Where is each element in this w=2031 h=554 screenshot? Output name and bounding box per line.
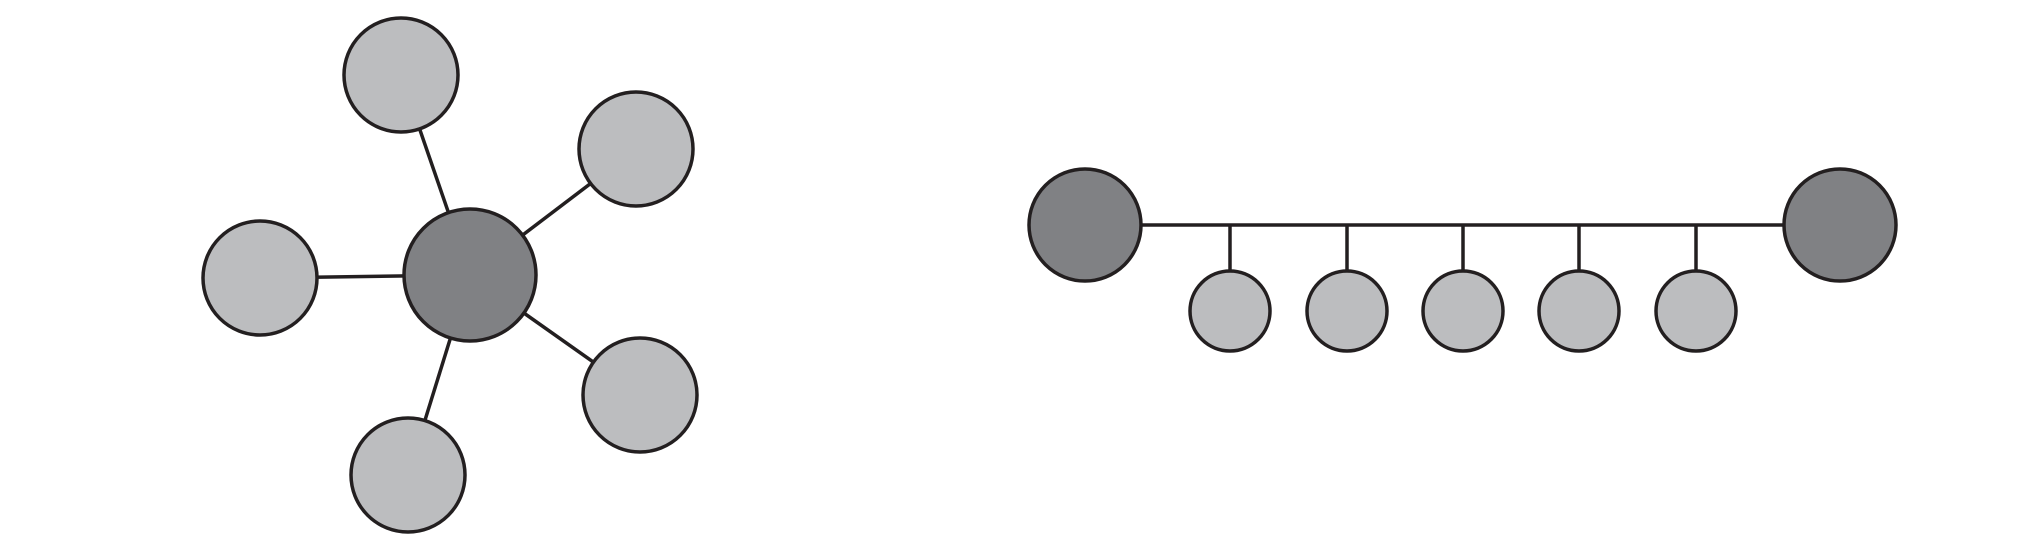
star-topology bbox=[201, 16, 699, 534]
bus-station-4-node bbox=[1537, 269, 1621, 353]
star-leaf-upper-right-node bbox=[577, 90, 695, 208]
star-hub-node bbox=[402, 207, 538, 343]
bus-terminal-left-node bbox=[1027, 167, 1143, 283]
star-leaf-left-node bbox=[201, 219, 319, 337]
star-leaf-top-node bbox=[342, 16, 460, 134]
star-leaf-lower-right-node bbox=[581, 336, 699, 454]
bus-nodes bbox=[1027, 167, 1898, 353]
bus-station-3-node bbox=[1421, 269, 1505, 353]
star-leaf-bottom-node bbox=[349, 416, 467, 534]
bus-topology bbox=[1027, 167, 1898, 353]
bus-station-5-node bbox=[1654, 269, 1738, 353]
bus-terminal-right-node bbox=[1782, 167, 1898, 283]
bus-station-1-node bbox=[1188, 269, 1272, 353]
star-nodes bbox=[201, 16, 699, 534]
bus-station-2-node bbox=[1305, 269, 1389, 353]
bus-lines bbox=[1085, 223, 1840, 271]
